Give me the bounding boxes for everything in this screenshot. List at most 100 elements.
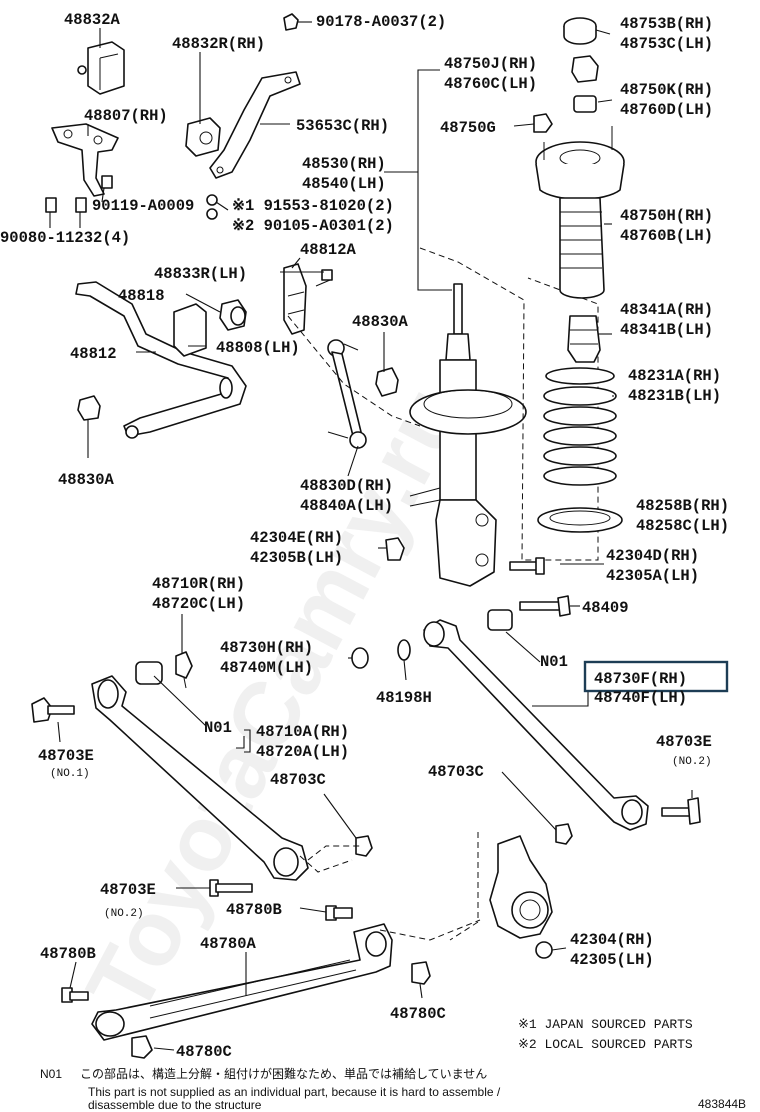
bracket-48807-drawing [51, 123, 119, 197]
nut-42304e-drawing [385, 537, 405, 561]
label-48730h[interactable]: 48730H(RH) [220, 639, 313, 657]
label-48231b[interactable]: 48231B(LH) [628, 387, 721, 405]
label-48740f[interactable]: 48740F(LH) [594, 689, 687, 707]
label-90178[interactable]: 90178-A0037(2) [316, 13, 446, 31]
label-42305a[interactable]: 42305A(LH) [606, 567, 699, 585]
label-48780a[interactable]: 48780A [200, 935, 257, 953]
bolt-48780b-drawing [61, 905, 353, 1003]
bracket-53653c-drawing [209, 71, 301, 179]
label-48780b-left[interactable]: 48780B [40, 945, 96, 963]
footnote-english-line1: This part is not supplied as an individu… [88, 1085, 501, 1099]
label-48703e-no1[interactable]: 48703E [38, 747, 94, 765]
label-48258b[interactable]: 48258B(RH) [636, 497, 729, 515]
label-48753c[interactable]: 48753C(LH) [620, 35, 713, 53]
label-48341a[interactable]: 48341A(RH) [620, 301, 713, 319]
label-48198h[interactable]: 48198H [376, 689, 432, 707]
lower-arm-48710a-drawing [91, 661, 309, 881]
label-48830d[interactable]: 48830D(RH) [300, 477, 393, 495]
dashed-guide-2 [299, 845, 360, 873]
legend: ※1 JAPAN SOURCED PARTS ※2 LOCAL SOURCED … [518, 1017, 693, 1052]
bracket-48832r-drawing [185, 117, 221, 157]
strut-48530-drawing [409, 283, 527, 587]
label-48780c-right[interactable]: 48780C [390, 1005, 446, 1023]
label-48840a[interactable]: 48840A(LH) [300, 497, 393, 515]
label-48750k[interactable]: 48750K(RH) [620, 81, 713, 99]
label-90119[interactable]: 90119-A0009 [92, 197, 194, 215]
label-42305b[interactable]: 42305B(LH) [250, 549, 343, 567]
knuckle-42304-drawing [449, 832, 553, 959]
strut-outline-dashed [419, 247, 599, 561]
label-48760b[interactable]: 48760B(LH) [620, 227, 713, 245]
label-48760c[interactable]: 48760C(LH) [444, 75, 537, 93]
label-48703e-no2-lower[interactable]: 48703E [100, 881, 156, 899]
coil-spring-48231a-drawing [543, 367, 617, 486]
upper-mount-48750h-drawing [535, 126, 625, 201]
label-48780c-left[interactable]: 48780C [176, 1043, 232, 1061]
label-48720c[interactable]: 48720C(LH) [152, 595, 245, 613]
part-labels: 48832A 90178-A0037(2) 48832R(RH) 48807(R… [0, 11, 729, 1061]
label-48258c[interactable]: 48258C(LH) [636, 517, 729, 535]
footnote-japanese: この部品は、構造上分解・組付けが困難なため、単品では補給していません [80, 1066, 487, 1081]
nut-48750g-drawing [533, 113, 553, 133]
footnote: N01 この部品は、構造上分解・組付けが困難なため、単品では補給していません T… [40, 1066, 501, 1112]
label-48703e-no2-lower-note: (NO.2) [104, 908, 144, 920]
label-48830a-top[interactable]: 48830A [352, 313, 409, 331]
label-n01-left[interactable]: N01 [204, 719, 232, 737]
bracket-48832a-drawing [77, 41, 125, 95]
label-48750h[interactable]: 48750H(RH) [620, 207, 713, 225]
label-48833r[interactable]: 48833R(LH) [154, 265, 247, 283]
label-48703c-left[interactable]: 48703C [270, 771, 326, 789]
label-48812[interactable]: 48812 [70, 345, 117, 363]
label-53653c[interactable]: 53653C(RH) [296, 117, 389, 135]
label-48710r[interactable]: 48710R(RH) [152, 575, 245, 593]
drawing-id: 483844B [698, 1097, 746, 1111]
label-48808[interactable]: 48808(LH) [216, 339, 300, 357]
dust-boot-48760b-drawing [559, 197, 605, 299]
legend-japan-sourced: ※1 JAPAN SOURCED PARTS [518, 1017, 693, 1032]
label-48830a-left[interactable]: 48830A [58, 471, 115, 489]
label-48750g[interactable]: 48750G [440, 119, 496, 137]
bolt-42304d-drawing [509, 557, 545, 575]
label-48720a[interactable]: 48720A(LH) [256, 743, 349, 761]
label-90105[interactable]: ※2 90105-A0301(2) [232, 217, 394, 235]
label-48540[interactable]: 48540(LH) [302, 175, 386, 193]
label-48832a[interactable]: 48832A [64, 11, 121, 29]
label-42304e[interactable]: 42304E(RH) [250, 529, 343, 547]
bump-stop-48341a-drawing [567, 315, 601, 363]
label-n01-right[interactable]: N01 [540, 653, 568, 671]
bolt-48409-drawing [519, 595, 571, 617]
label-48703c-right[interactable]: 48703C [428, 763, 484, 781]
label-42305[interactable]: 42305(LH) [570, 951, 654, 969]
label-48703e-no1-note: (NO.1) [50, 768, 90, 780]
label-48231a[interactable]: 48231A(RH) [628, 367, 721, 385]
label-42304d[interactable]: 42304D(RH) [606, 547, 699, 565]
label-48750j[interactable]: 48750J(RH) [444, 55, 537, 73]
label-48740m[interactable]: 48740M(LH) [220, 659, 313, 677]
label-42304[interactable]: 42304(RH) [570, 931, 654, 949]
label-91553[interactable]: ※1 91553-81020(2) [232, 197, 394, 215]
label-48703e-no2-right[interactable]: 48703E [656, 733, 712, 751]
n01-bracket-left [244, 729, 251, 753]
footnote-english-line2: disassemble due to the structure [88, 1098, 262, 1112]
label-48760d[interactable]: 48760D(LH) [620, 101, 713, 119]
mount-cap-48753b-drawing [563, 17, 597, 45]
bracket-48710r-drawing [175, 651, 193, 689]
label-48703e-no2-right-note: (NO.2) [672, 756, 712, 768]
label-48341b[interactable]: 48341B(LH) [620, 321, 713, 339]
label-48730f[interactable]: 48730F(RH) [594, 670, 687, 688]
label-48818[interactable]: 48818 [118, 287, 165, 305]
legend-local-sourced: ※2 LOCAL SOURCED PARTS [518, 1037, 693, 1052]
label-48409[interactable]: 48409 [582, 599, 629, 617]
label-48807[interactable]: 48807(RH) [84, 107, 168, 125]
spring-seat-48258b-drawing [537, 507, 623, 533]
nut-48780c-drawing [131, 961, 431, 1059]
label-48530[interactable]: 48530(RH) [302, 155, 386, 173]
label-48753b[interactable]: 48753B(RH) [620, 15, 713, 33]
label-48812a[interactable]: 48812A [300, 241, 357, 259]
label-90080[interactable]: 90080-11232(4) [0, 229, 130, 247]
label-48710a[interactable]: 48710A(RH) [256, 723, 349, 741]
bolt-90080-drawing [45, 175, 113, 213]
label-48832r[interactable]: 48832R(RH) [172, 35, 265, 53]
label-48780b-right[interactable]: 48780B [226, 901, 282, 919]
dashed-guide-3 [379, 919, 481, 941]
